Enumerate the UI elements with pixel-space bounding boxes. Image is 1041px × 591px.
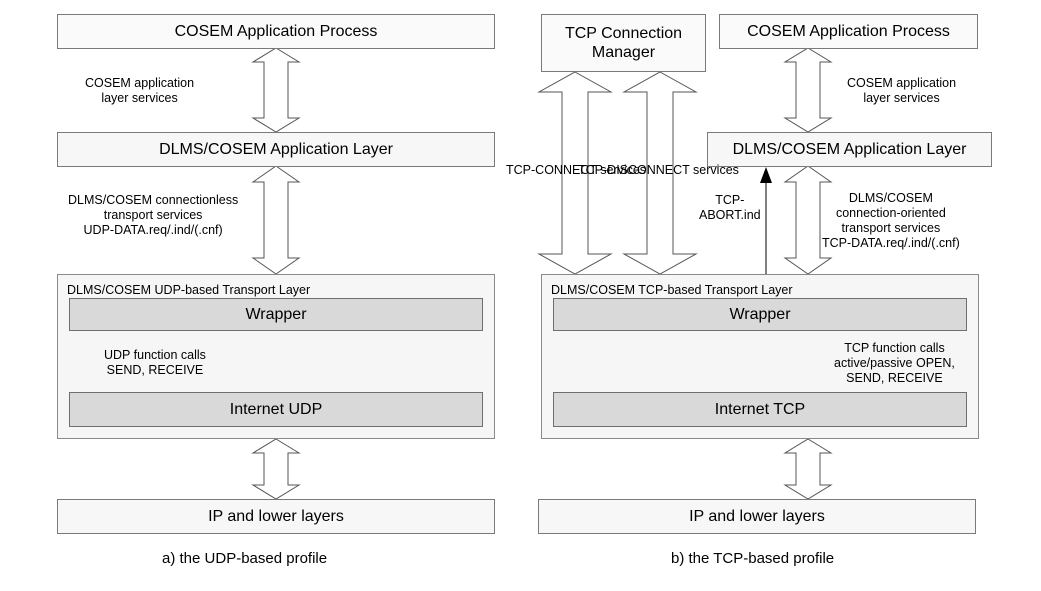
udp-function-calls-label: UDP function calls SEND, RECEIVE [104, 348, 206, 377]
tcp-app-services-arrow [783, 47, 833, 133]
udp-lower-layers: IP and lower layers [57, 499, 495, 534]
tcp-disconnect-services-label: TCP-DISCONNECT services [578, 163, 739, 177]
udp-caption: a) the UDP-based profile [162, 550, 328, 567]
tcp-wrapper-label: Wrapper [729, 306, 791, 323]
udp-app-services-arrow [251, 47, 301, 133]
tcp-wrapper: Wrapper [553, 298, 967, 331]
udp-wrapper-label: Wrapper [245, 306, 307, 323]
tcp-app-layer-label: DLMS/COSEM Application Layer [732, 141, 967, 158]
udp-application-layer: DLMS/COSEM Application Layer [57, 132, 495, 167]
tcp-caption: b) the TCP-based profile [671, 550, 835, 567]
tcp-transport-services-label: DLMS/COSEM connection-oriented transport… [822, 191, 960, 250]
udp-cosem-application-process: COSEM Application Process [57, 14, 495, 49]
udp-transport-services-label: DLMS/COSEM connectionless transport serv… [68, 193, 239, 237]
tcp-abort-arrowhead [760, 167, 772, 183]
udp-internet-udp: Internet UDP [69, 392, 483, 427]
tcp-lower-layers-label: IP and lower layers [689, 508, 825, 525]
tcp-application-layer: DLMS/COSEM Application Layer [707, 132, 992, 167]
udp-app-services-label: COSEM application layer services [85, 76, 195, 105]
tcp-internet-label: Internet TCP [714, 401, 806, 418]
tcp-app-services-label: COSEM application layer services [847, 76, 957, 105]
udp-app-layer-label: DLMS/COSEM Application Layer [159, 141, 393, 158]
tcp-function-calls-label: TCP function calls active/passive OPEN, … [834, 341, 955, 385]
tcp-lower-layers-arrow [783, 438, 833, 500]
tcp-conn-manager-label: TCP Connection Manager [564, 25, 683, 61]
tcp-connection-manager: TCP Connection Manager [541, 14, 706, 72]
udp-internet-label: Internet UDP [229, 401, 323, 418]
tcp-lower-layers: IP and lower layers [538, 499, 976, 534]
tcp-cosem-application-process: COSEM Application Process [719, 14, 978, 49]
udp-lower-layers-arrow [251, 438, 301, 500]
udp-transport-services-arrow [251, 165, 301, 275]
udp-lower-layers-label: IP and lower layers [208, 508, 344, 525]
tcp-app-process-label: COSEM Application Process [747, 23, 950, 40]
tcp-abort-label: TCP- ABORT.ind [699, 193, 761, 222]
udp-app-process-label: COSEM Application Process [174, 23, 378, 40]
udp-transport-layer-title: DLMS/COSEM UDP-based Transport Layer [67, 283, 311, 297]
udp-wrapper: Wrapper [69, 298, 483, 331]
tcp-transport-layer-title: DLMS/COSEM TCP-based Transport Layer [551, 283, 793, 297]
tcp-internet-tcp: Internet TCP [553, 392, 967, 427]
tcp-connect-services-label: TCP-CONNECT services [506, 163, 647, 177]
